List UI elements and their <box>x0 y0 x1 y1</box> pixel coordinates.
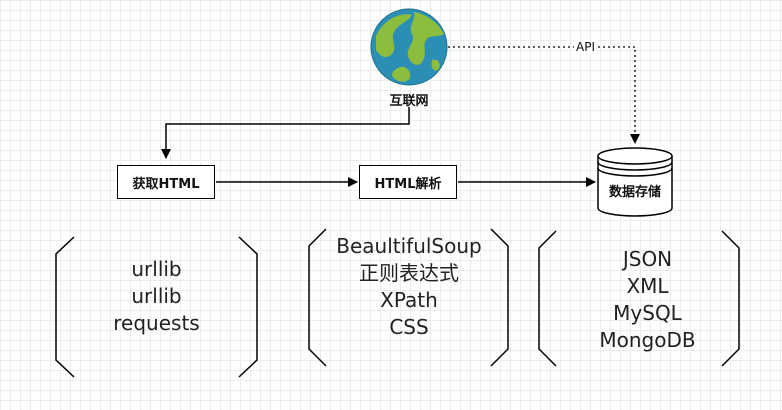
list-item: 正则表达式 <box>359 261 459 285</box>
list-item: requests <box>113 311 200 335</box>
list-item: CSS <box>389 315 429 339</box>
list-item: urllib <box>131 284 182 308</box>
parse-tools-list: BeaultifulSoup 正则表达式 XPath CSS <box>325 233 493 341</box>
list-item: JSON <box>622 247 673 271</box>
bracket-right-fetch <box>238 236 258 378</box>
node-fetch-html-label: 获取HTML <box>132 176 200 192</box>
fetch-tools-list: urllib urllib requests <box>90 256 223 337</box>
bracket-right-parse <box>490 228 509 367</box>
node-parse-html-label: HTML解析 <box>374 176 442 192</box>
list-item: XML <box>626 274 669 298</box>
list-item: XPath <box>380 288 438 312</box>
list-item: BeaultifulSoup <box>336 234 482 258</box>
list-item: MySQL <box>613 301 682 325</box>
database-icon <box>597 147 673 217</box>
edge-internet-to-storage-api <box>448 46 640 144</box>
node-data-storage-label: 数据存储 <box>608 185 661 200</box>
storage-formats-list: JSON XML MySQL MongoDB <box>570 246 725 354</box>
node-fetch-html: 获取HTML <box>117 165 215 199</box>
globe-icon <box>370 8 448 86</box>
node-internet-label: 互联网 <box>389 94 429 109</box>
edge-api-label: API <box>574 40 597 54</box>
node-parse-html: HTML解析 <box>359 165 457 199</box>
bracket-left-parse <box>308 228 327 367</box>
bracket-left-fetch <box>55 236 75 378</box>
list-item: MongoDB <box>599 328 696 352</box>
edge-internet-to-fetch <box>161 107 410 159</box>
bracket-right-storage <box>721 230 740 367</box>
bracket-left-storage <box>538 230 557 367</box>
list-item: urllib <box>131 257 182 281</box>
